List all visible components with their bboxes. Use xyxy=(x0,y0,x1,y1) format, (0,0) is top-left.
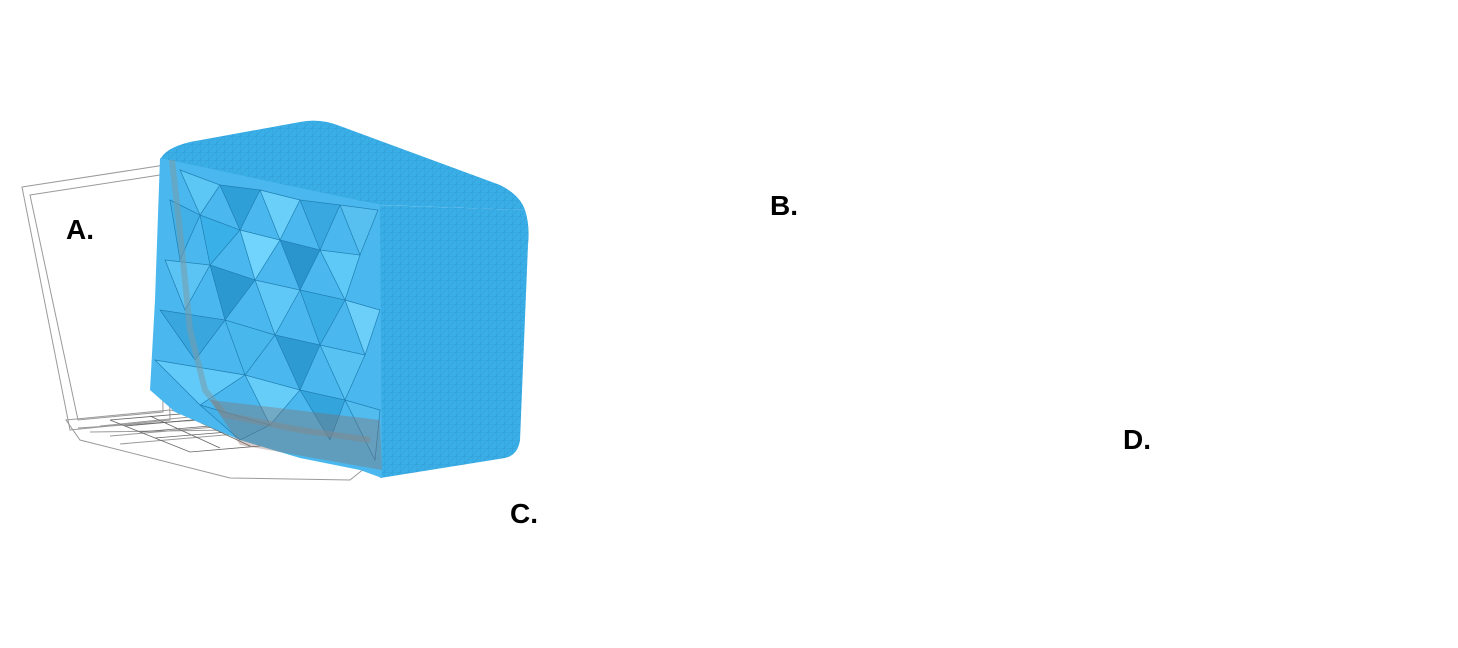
enclosure-top-face xyxy=(160,120,525,210)
panel-label-d: D. xyxy=(1123,424,1151,455)
enclosure-side-face xyxy=(378,205,529,478)
panel-a-laptop-enclosure-mesh xyxy=(21,120,529,481)
panel-label-a: A. xyxy=(66,214,94,245)
fine-mesh-seam xyxy=(169,159,371,443)
panel-label-b: B. xyxy=(770,190,798,221)
panel-label-c: C. xyxy=(510,498,538,529)
coarse-mesh-facets xyxy=(153,169,381,462)
